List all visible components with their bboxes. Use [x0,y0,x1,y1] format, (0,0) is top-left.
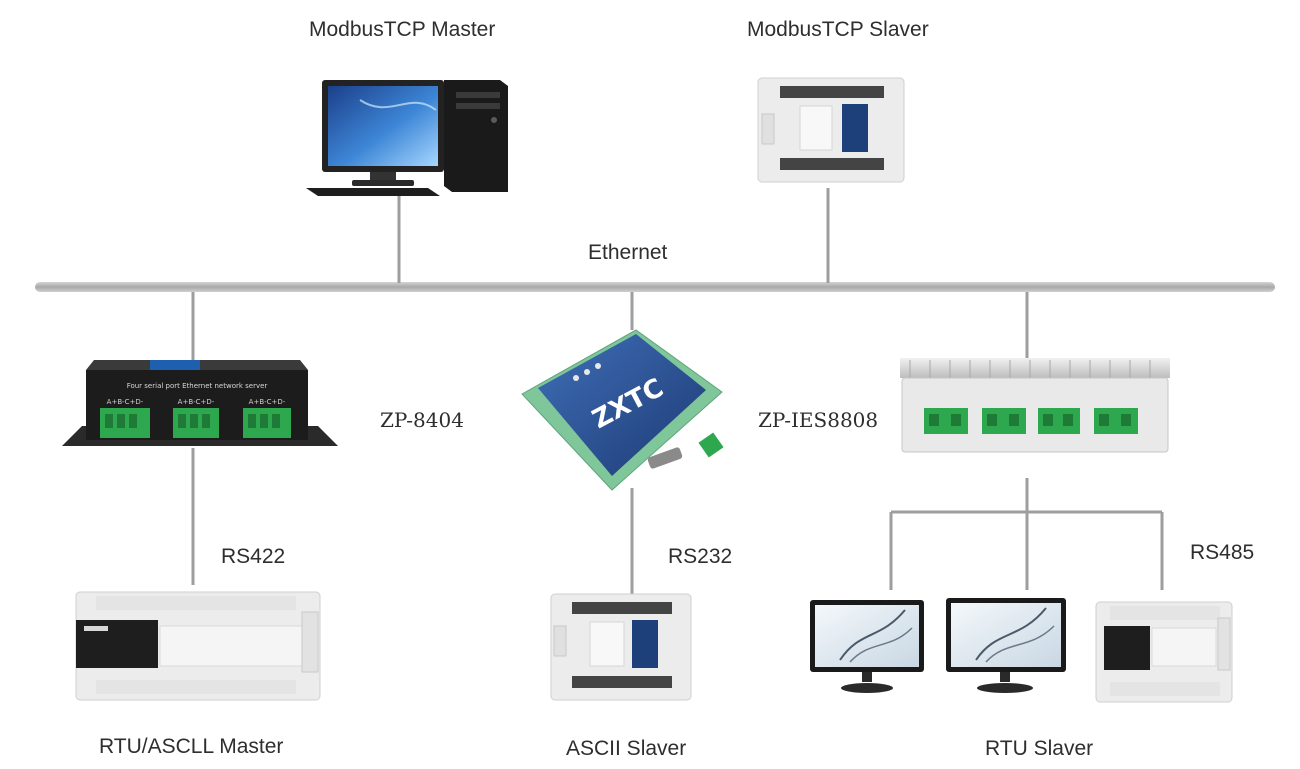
zp-ies8808-label: ZP-IES8808 [758,408,879,432]
terminal-marks-3: A+B-C+D- [249,398,286,406]
monitor-icon-1 [810,600,924,693]
modbustcp-master-label: ModbusTCP Master [309,18,496,41]
rtu-ascll-master-label: RTU/ASCLL Master [99,735,284,758]
ies-terminal-3 [1038,408,1080,434]
terminal-block-3 [243,408,291,438]
terminal-marks-2: A+B-C+D- [178,398,215,406]
ies-terminal-2 [982,408,1026,434]
plc-ascii-slaver-icon [550,593,692,701]
zxtc-serial-server-icon: ZXTC [521,329,724,491]
ascii-slaver-label: ASCII Slaver [566,737,687,760]
rtu-slaver-label: RTU Slaver [985,737,1094,760]
ies-terminal-1 [924,408,968,434]
modbustcp-slaver-label: ModbusTCP Slaver [747,18,929,41]
rs485-label: RS485 [1190,541,1255,564]
zp-8404-label: ZP-8404 [380,408,464,432]
monitor-icon-2 [946,598,1066,693]
plc-master-icon [75,591,321,701]
zp-ies8808-gateway-icon [900,358,1170,453]
terminal-block-2 [173,408,219,438]
plc-slaver-top-icon [757,77,905,183]
plc-rtu-slaver-icon [1095,601,1233,703]
ethernet-label: Ethernet [588,241,668,264]
terminal-block-1 [100,408,150,438]
terminal-marks-1: A+B-C+D- [107,398,144,406]
rs422-label: RS422 [221,545,286,568]
connection-lines [191,188,1164,600]
zp-8404-device-text: Four serial port Ethernet network server [127,382,268,390]
rs232-label: RS232 [668,545,733,568]
ies-terminal-4 [1094,408,1138,434]
desktop-computer-icon [306,80,508,196]
ethernet-bus [35,282,1275,292]
zp-8404-gateway-icon: Four serial port Ethernet network server… [62,360,338,446]
